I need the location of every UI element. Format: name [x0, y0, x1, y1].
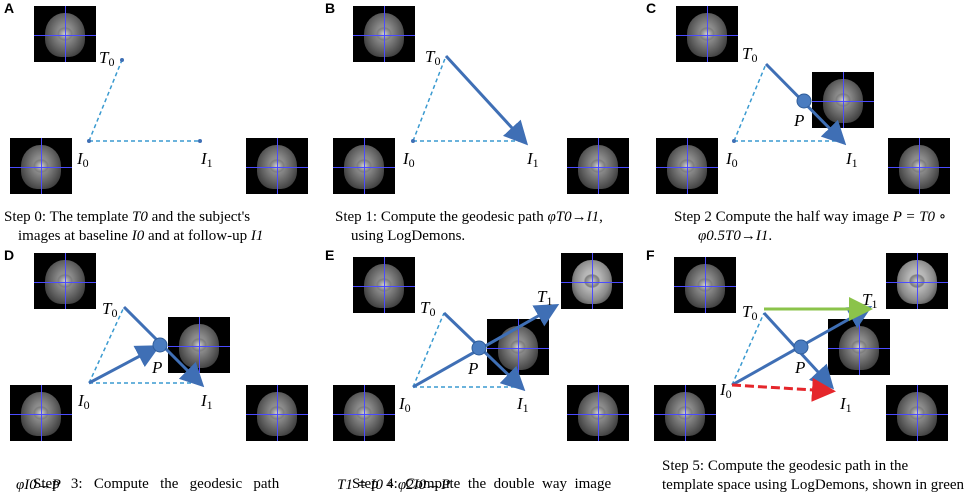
- caption-d-line1: Step 3: Compute the geodesic path: [33, 476, 280, 492]
- label-i0: I0: [720, 380, 732, 401]
- label-t0: T0: [102, 299, 118, 320]
- brain-image-i1: [246, 385, 308, 441]
- brain-image-t0: [34, 253, 96, 309]
- caption-b-line1: Step 1: Compute the geodesic path φT0→I1…: [335, 209, 603, 225]
- caption-d-line2: φI0→P: [16, 477, 61, 493]
- label-i1: I1: [846, 149, 858, 170]
- brain-image-i0: [654, 385, 716, 441]
- label-p: P: [468, 359, 479, 378]
- panel-label: B: [325, 0, 336, 16]
- label-t1: T1: [862, 290, 878, 311]
- diagram-a: [87, 58, 202, 143]
- brain-image-i1: [246, 138, 308, 194]
- panel-c: C T0 P I0 I1 Step 2 Compute the half way…: [642, 0, 963, 247]
- brain-image-i1: [567, 385, 629, 441]
- brain-image-t1: [886, 253, 948, 309]
- label-t0: T0: [742, 44, 758, 65]
- label-i0: I0: [399, 394, 411, 415]
- label-t0: T0: [420, 298, 436, 319]
- caption-a-line2: images at baseline I0 and at follow-up I…: [18, 228, 264, 244]
- label-p: P: [152, 358, 163, 377]
- label-i0: I0: [726, 149, 738, 170]
- brain-image-t0: [674, 257, 736, 313]
- brain-image-p: [812, 72, 874, 128]
- brain-image-i1: [567, 138, 629, 194]
- label-i1: I1: [527, 149, 539, 170]
- brain-image-t0: [676, 6, 738, 62]
- label-t0: T0: [742, 302, 758, 323]
- label-i1: I1: [840, 394, 852, 415]
- label-p: P: [795, 358, 806, 377]
- diagram-f: [731, 297, 873, 402]
- brain-image-t1: [561, 253, 623, 309]
- label-t0: T0: [425, 47, 441, 68]
- panel-label: F: [646, 247, 655, 263]
- label-t1: T1: [537, 287, 553, 308]
- label-p: P: [794, 111, 805, 130]
- diagram-b: [411, 54, 529, 146]
- caption-c-line1: Step 2 Compute the half way image P = T0…: [674, 209, 947, 225]
- label-i0: I0: [78, 391, 90, 412]
- brain-image-i1: [888, 138, 950, 194]
- panel-label: C: [646, 0, 657, 16]
- panel-f: F T0 T1 P I0 I1 Step 5: Compute the geod…: [642, 247, 964, 494]
- panel-label: E: [325, 247, 335, 263]
- brain-image-t0: [34, 6, 96, 62]
- panel-label: D: [4, 247, 15, 263]
- panel-a: A T0 I0 I1 Step 0: The template T0 and t…: [0, 0, 321, 247]
- brain-image-i1: [886, 385, 948, 441]
- caption-e-line2: T1 = I0 ∘ φ2I0→P: [337, 477, 451, 493]
- caption-f-line2: template space using LogDemons, shown in…: [662, 477, 964, 493]
- brain-image-i0: [333, 138, 395, 194]
- label-i1: I1: [517, 394, 529, 415]
- diagram-d: [88, 305, 205, 388]
- panel-b: B T0 I0 I1 Step 1: Compute the geodesic …: [321, 0, 642, 247]
- diagram-e: [412, 304, 560, 392]
- panel-e: E T0 T1 P I0 I1 Step 4: Compute the doub…: [321, 247, 642, 494]
- brain-image-i0: [10, 138, 72, 194]
- brain-image-i0: [656, 138, 718, 194]
- diagram-c: [732, 62, 847, 146]
- label-t0: T0: [99, 48, 115, 69]
- label-i0: I0: [403, 149, 415, 170]
- brain-image-t0: [353, 6, 415, 62]
- panel-d: D T0 P I0 I1 Step 3: Compute the geodesi…: [0, 247, 321, 494]
- brain-image-i0: [333, 385, 395, 441]
- caption-c-line2: φ0.5T0→I1.: [698, 228, 773, 244]
- label-i0: I0: [77, 149, 89, 170]
- caption-a-line1: Step 0: The template T0 and the subject'…: [4, 209, 251, 225]
- caption-e-line1: Step 4: Compute the double way image: [352, 476, 612, 492]
- brain-image-t0: [353, 257, 415, 313]
- label-i1: I1: [201, 391, 213, 412]
- caption-b-line2: using LogDemons.: [351, 228, 466, 244]
- label-i1: I1: [201, 149, 213, 170]
- panel-label: A: [4, 0, 15, 16]
- brain-image-p: [828, 319, 890, 375]
- brain-image-i0: [10, 385, 72, 441]
- caption-f-line1: Step 5: Compute the geodesic path in the: [662, 458, 909, 474]
